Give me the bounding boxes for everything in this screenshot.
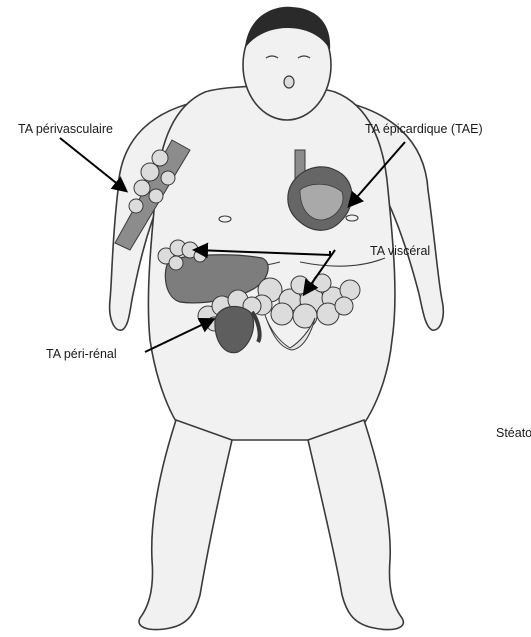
left-leg [139,420,232,630]
right-leg [308,420,403,630]
label-perirenal: TA péri-rénal [46,347,117,361]
arrow-perivascular [60,138,125,190]
label-perivascular: TA périvasculaire [18,122,113,136]
label-visceral: TA viscéral [370,244,430,258]
label-steatosis: Stéato [496,426,531,440]
label-epicardial: TA épicardique (TAE) [365,122,483,136]
